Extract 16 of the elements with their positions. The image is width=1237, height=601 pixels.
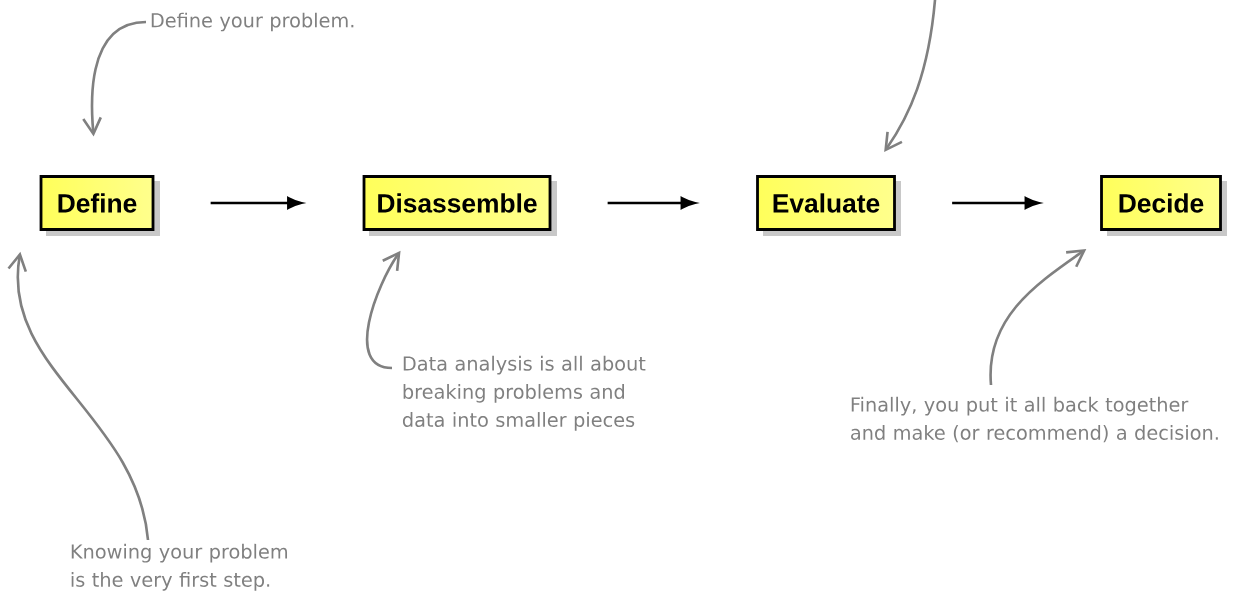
leader-arrow [7,251,150,541]
leader-arrow [989,248,1087,385]
arrow [952,196,1041,210]
leader-arrow [365,250,401,370]
annotation-text: Finally, you put it all back together and make (or recommend) a decision. [851,396,1218,443]
process-box: Disassemble [362,175,557,236]
annotation-text: Knowing your problem is the very first step. [71,543,287,591]
leader-arrow [884,0,937,153]
arrow [210,196,303,210]
process-box: Evaluate [756,175,901,236]
annotation-text: Data analysis is all about breaking problems and data into smaller pieces [402,355,646,431]
process-box: Decide [1100,175,1227,236]
arrow [607,196,697,210]
leader-arrow [82,20,147,137]
annotation-text: Define your problem. [151,12,354,32]
process-box: Define [39,175,160,236]
